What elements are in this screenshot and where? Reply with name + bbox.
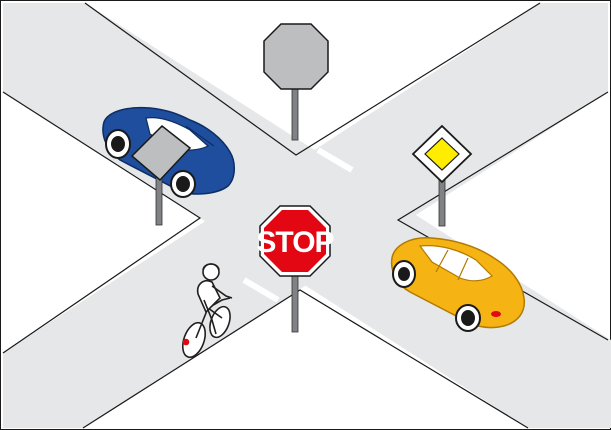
yellow-car-icon	[390, 237, 526, 332]
octagon-sign-back-icon	[263, 23, 329, 141]
lane-marking-top	[316, 147, 354, 173]
diamond-sign-back-icon	[130, 124, 192, 226]
road-edge-top	[84, 2, 541, 156]
priority-road-sign-icon	[411, 124, 473, 227]
lane-marking-bottom	[242, 277, 280, 303]
stop-sign-icon: STOP	[256, 205, 335, 333]
stop-sign-label: STOP	[256, 226, 333, 259]
cyclist-icon	[181, 263, 233, 359]
road-edge-bottom	[82, 289, 529, 429]
road-edge-left	[2, 91, 202, 354]
road-edge-right	[396, 91, 609, 341]
